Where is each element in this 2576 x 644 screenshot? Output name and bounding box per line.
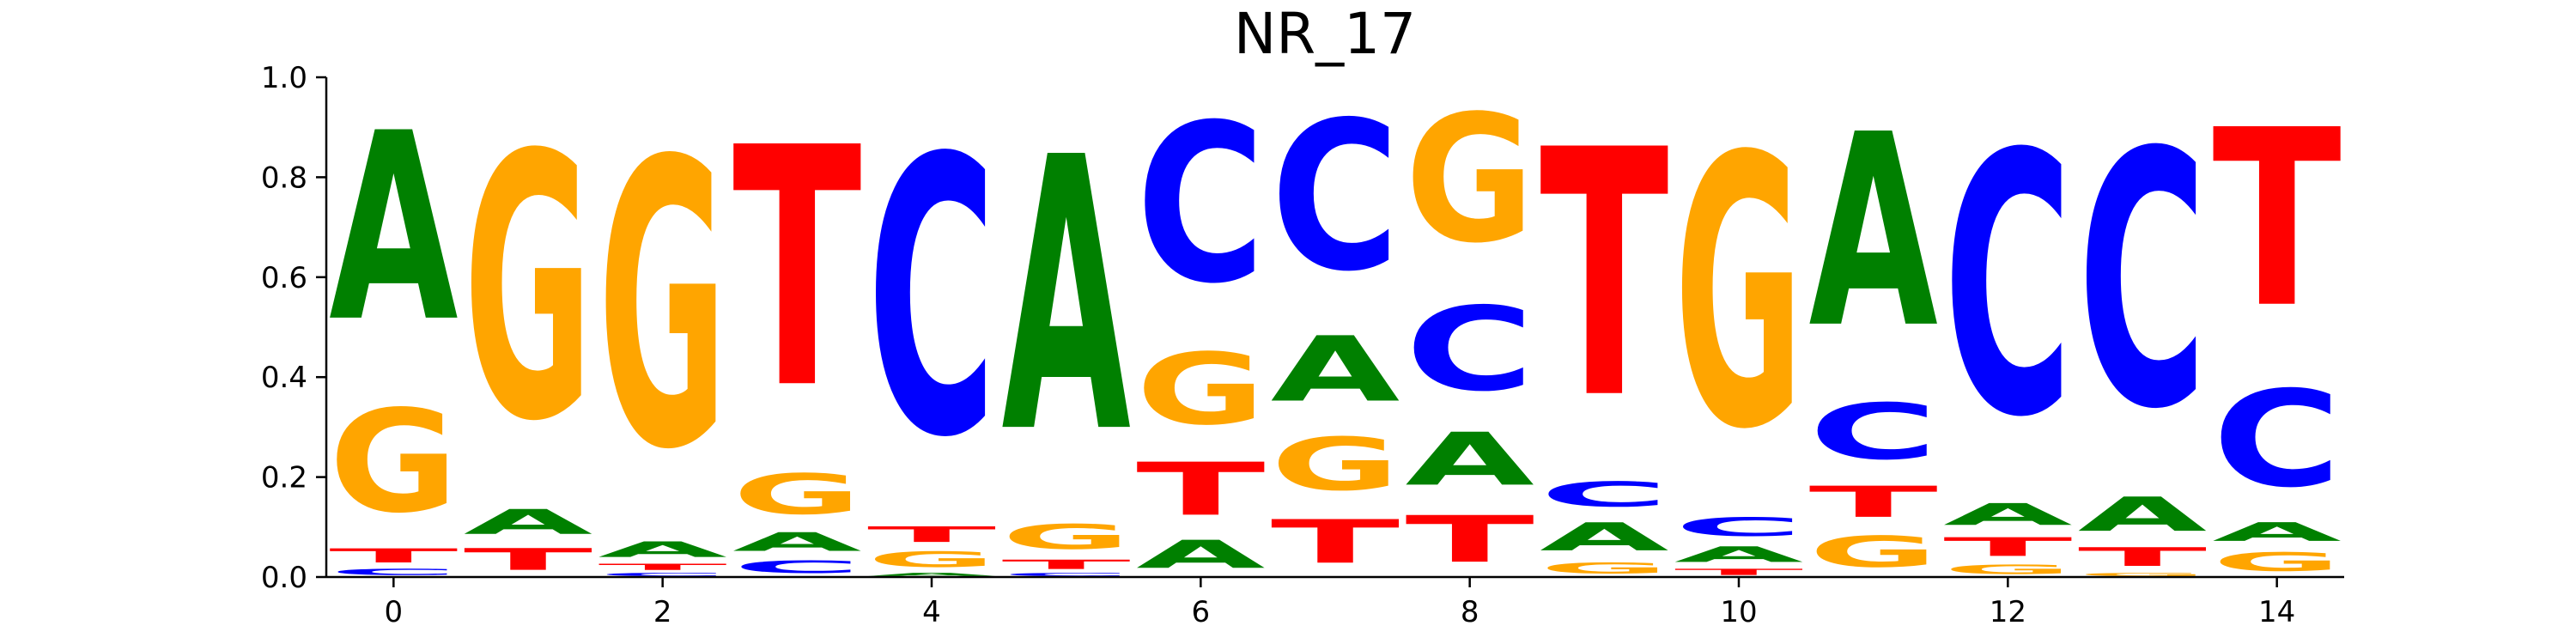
logo-letter-c: C [1405, 283, 1534, 417]
x-tick-label: 6 [1192, 595, 1211, 629]
y-tick-label: 0.4 [261, 361, 307, 395]
logo-letter-a: A [1540, 515, 1668, 560]
x-tick-label: 4 [922, 595, 941, 629]
logo-letter-t: T [1271, 507, 1400, 577]
logo-letter-c: C [598, 572, 726, 577]
logo-letter-g: G [329, 381, 458, 545]
y-tick-label: 0.0 [261, 561, 307, 595]
logo-letter-g: G [867, 547, 996, 572]
logo-letter-t: T [732, 78, 863, 461]
logo-letter-t: T [867, 522, 996, 547]
logo-letter-a: A [732, 527, 861, 557]
y-tick-label: 0.2 [261, 461, 307, 495]
logo-letter-a: A [1405, 418, 1534, 502]
logo-letter-a: A [1674, 542, 1803, 567]
logo-letter-c: C [1001, 572, 1130, 577]
logo-letter-g: G [1540, 560, 1668, 577]
logo-letter-c: C [2212, 362, 2341, 516]
logo-letter-g: G [1271, 422, 1400, 507]
logo-letter-c: C [1943, 78, 2072, 495]
logo-letter-t: T [1001, 557, 1130, 572]
logo-letter-c: C [2078, 79, 2207, 487]
x-tick-label: 12 [1990, 595, 2026, 629]
logo-letter-t: T [2078, 543, 2207, 573]
x-tick-label: 14 [2258, 595, 2295, 629]
logo-letter-t: T [1136, 447, 1265, 532]
logo-letter-t: T [464, 543, 592, 577]
x-tick-label: 2 [653, 595, 672, 629]
logo-letter-g: G [1136, 333, 1265, 447]
logo-letter-g: G [2078, 572, 2207, 577]
logo-letter-g: G [2212, 547, 2341, 577]
logo-letter-a: A [867, 572, 996, 577]
logo-letter-t: T [1943, 532, 2072, 562]
logo-letter-t: T [598, 562, 726, 573]
chart-axes: 0.0 0.2 0.4 0.6 0.8 1.0 0 2 4 6 8 10 12 14 [261, 61, 2344, 629]
logo-letter-a: A [1136, 532, 1265, 577]
logo-letter-g: G [732, 462, 861, 526]
logo-letter-c: C [1271, 78, 1400, 317]
logo-letter-c: C [867, 79, 996, 521]
y-tick-label: 1.0 [261, 61, 307, 95]
logo-letter-g: G [1674, 80, 1803, 512]
logo-letter-g: G [1943, 562, 2072, 577]
logo-letter-a: A [1271, 317, 1400, 422]
x-tick-label: 8 [1461, 595, 1479, 629]
logo-letter-c: C [1808, 387, 1937, 477]
logo-letter-a: A [598, 537, 726, 562]
logo-letter-c: C [732, 557, 861, 577]
x-tick-label: 10 [1720, 595, 1757, 629]
y-tick-label: 0.8 [261, 161, 307, 195]
logo-letter-a: A [329, 78, 458, 379]
logo-letter-a: A [2078, 488, 2207, 543]
logo-letter-c: C [1136, 79, 1265, 332]
logo-letter-g: G [1405, 77, 1534, 282]
logo-letter-a: A [1001, 78, 1132, 515]
logo-letter-g: G [598, 79, 726, 537]
logo-letter-c: C [1674, 512, 1803, 542]
logo-letter-a: A [464, 502, 592, 542]
logo-letter-a: A [1943, 497, 2072, 532]
logo-letter-g: G [464, 78, 592, 501]
logo-letter-g: G [1001, 518, 1130, 557]
logo-letter-t: T [1540, 78, 1670, 474]
y-tick-label: 0.6 [261, 261, 307, 295]
logo-letter-t: T [2212, 77, 2341, 361]
x-tick-label: 0 [385, 595, 404, 629]
logo-letter-a: A [2212, 517, 2341, 547]
logo-letter-a: A [1808, 78, 1939, 386]
logo-letter-t: T [1405, 502, 1534, 577]
logo-letter-g: G [1808, 527, 1937, 577]
logo-letter-c: C [1540, 475, 1668, 514]
logo-letter-t: T [1674, 567, 1803, 577]
logo-letter-t: T [1808, 477, 1937, 527]
logo-letter-t: T [329, 544, 459, 567]
logo-letter-c: C [329, 567, 458, 577]
chart-title: NR_17 [1234, 1, 1416, 67]
logo-letters: CTGATAGCTAGCAGTAGTCCTGAATGCTGACTACGGACTT… [329, 77, 2342, 577]
